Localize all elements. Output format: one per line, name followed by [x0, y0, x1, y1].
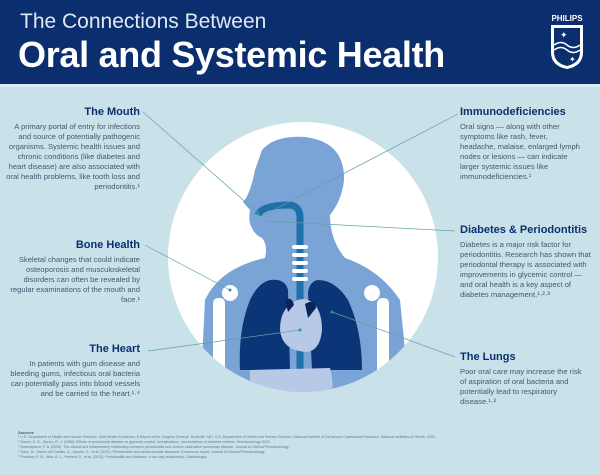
svg-text:✦: ✦: [560, 30, 568, 40]
header-banner: The Connections Between Oral and Systemi…: [0, 0, 600, 84]
header-divider: [0, 84, 600, 87]
section-heart: The Heart In patients with gum disease an…: [0, 344, 140, 399]
section-title: Diabetes & Periodontitis: [460, 224, 588, 236]
section-title: The Mouth: [84, 106, 140, 118]
section-title: Bone Health: [75, 239, 140, 251]
header-subtitle: The Connections Between: [20, 10, 267, 33]
page-title: Oral and Systemic Health: [18, 34, 445, 75]
sources: Sources ¹ U.S. Department of Health and …: [18, 430, 488, 460]
section-text: A primary portal of entry for infections…: [6, 122, 140, 191]
spine: [292, 245, 308, 281]
source-item: ¹ U.S. Department of Health and Human Se…: [18, 435, 436, 439]
sources-label: Sources: [18, 430, 34, 435]
stomach: [250, 368, 333, 392]
section-text: Skeletal changes that could indicate ost…: [10, 255, 140, 304]
esophagus: [254, 201, 304, 390]
source-item: ⁵ Preshaw, P. M., Alba, A. L., Herrera, …: [18, 455, 208, 459]
pointer-lines: [142, 111, 459, 358]
right-lung: [308, 280, 362, 370]
section-text: Diabetes is a major risk factor for peri…: [460, 240, 591, 299]
section-text: Oral signs — along with other symptoms l…: [460, 122, 580, 181]
source-item: ² Grossi, S. G., Genco, R. J. (1998). Ef…: [18, 440, 271, 444]
left-lung: [239, 279, 290, 370]
section-title: The Heart: [89, 343, 140, 355]
section-text: In patients with gum disease and bleedin…: [10, 359, 140, 398]
source-item: ³ Scannapieco, F. A. (2006). The clinica…: [18, 445, 290, 449]
section-mouth: The Mouth A primary portal of entry for i…: [0, 107, 140, 192]
section-text: Poor oral care may increase the risk of …: [460, 367, 582, 406]
section-title: The Lungs: [460, 351, 516, 363]
svg-text:PHILIPS: PHILIPS: [551, 14, 583, 23]
svg-text:✦: ✦: [569, 55, 576, 64]
source-item: ⁴ Sanz, M., Marco del Castillo, A., Jeps…: [18, 450, 266, 454]
section-title: Immunodeficiencies: [460, 106, 566, 118]
philips-logo: PHILIPS ✦ ✦: [551, 14, 583, 69]
heart-vessels: [285, 298, 316, 318]
